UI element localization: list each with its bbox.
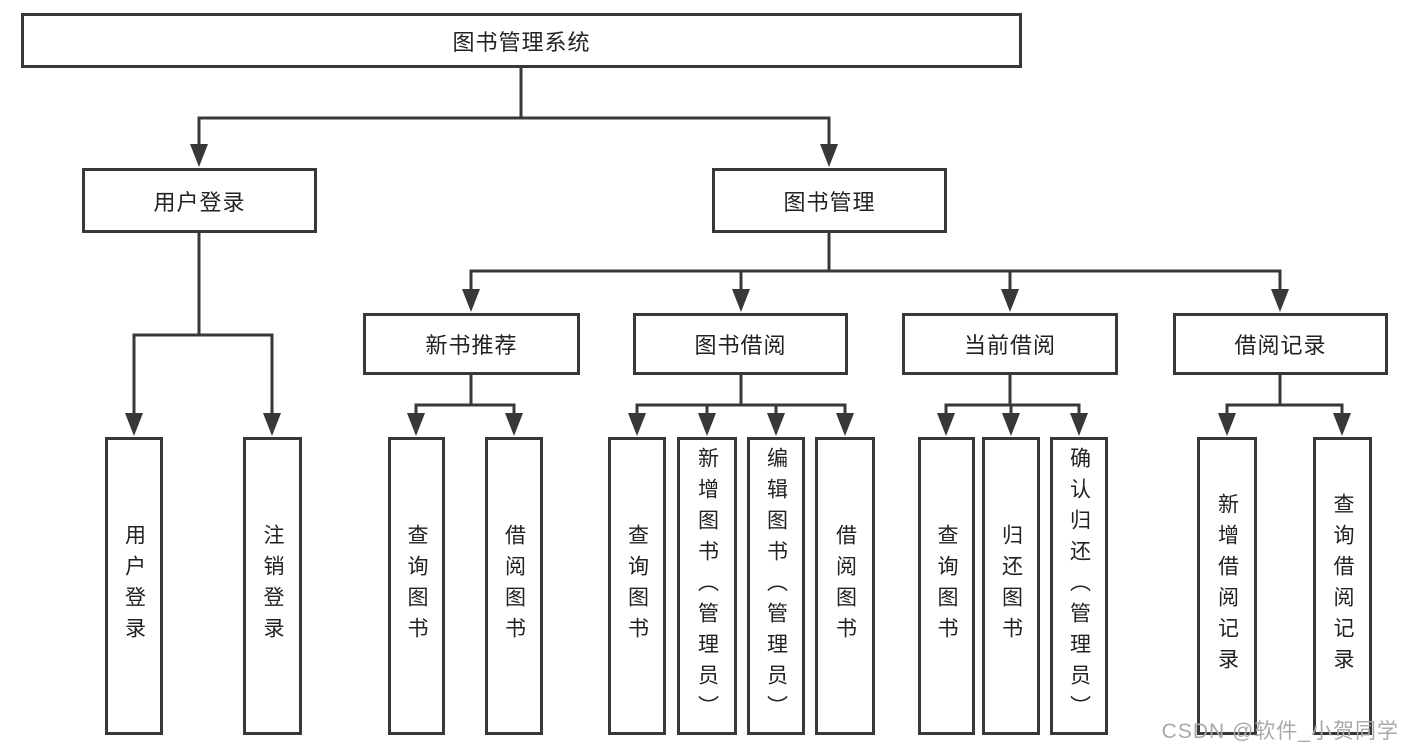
arrow-down-icon (505, 413, 523, 436)
arrow-down-icon (820, 144, 838, 167)
node-book-borrowing: 图书借阅 (633, 313, 848, 375)
leaf-add-borrow-record: 新增借阅记录 (1197, 437, 1257, 735)
arrow-down-icon (190, 144, 208, 167)
leaf-label: 归还图书 (999, 524, 1023, 648)
node-borrowing-records: 借阅记录 (1173, 313, 1388, 375)
node-current-borrowing: 当前借阅 (902, 313, 1118, 375)
leaf-user-login: 用户登录 (105, 437, 163, 735)
leaf-label: 编辑图书（管理员） (764, 446, 788, 726)
leaf-query-books-borrowing: 查询图书 (608, 437, 666, 735)
node-new-book-recommend: 新书推荐 (363, 313, 580, 375)
arrow-down-icon (125, 413, 143, 436)
arrow-down-icon (263, 413, 281, 436)
leaf-label: 用户登录 (122, 524, 146, 648)
leaf-logout: 注销登录 (243, 437, 302, 735)
leaf-label: 新增借阅记录 (1215, 493, 1239, 679)
leaf-edit-book-admin: 编辑图书（管理员） (747, 437, 805, 735)
leaf-label: 新增图书（管理员） (695, 446, 719, 726)
arrow-down-icon (628, 413, 646, 436)
arrow-down-icon (937, 413, 955, 436)
arrow-down-icon (767, 413, 785, 436)
leaf-query-books-recommend: 查询图书 (388, 437, 445, 735)
arrow-down-icon (1218, 413, 1236, 436)
leaf-label: 确认归还（管理员） (1067, 446, 1091, 726)
connector-login-bar (132, 333, 274, 418)
node-root: 图书管理系统 (21, 13, 1022, 68)
arrow-down-icon (1001, 289, 1019, 312)
arrow-down-icon (407, 413, 425, 436)
leaf-return-book: 归还图书 (982, 437, 1040, 735)
arrow-down-icon (1271, 289, 1289, 312)
arrow-down-icon (732, 289, 750, 312)
connector-records-bar (1225, 403, 1344, 419)
connector-recommend-bar (414, 403, 516, 419)
leaf-query-borrow-record: 查询借阅记录 (1313, 437, 1372, 735)
arrow-down-icon (836, 413, 854, 436)
arrow-down-icons (125, 144, 1351, 436)
arrow-down-icon (698, 413, 716, 436)
leaf-label: 注销登录 (261, 524, 284, 648)
leaf-label: 查询图书 (405, 524, 428, 648)
leaf-borrow-books-recommend: 借阅图书 (485, 437, 543, 735)
leaf-add-book-admin: 新增图书（管理员） (677, 437, 737, 735)
arrow-down-icon (1002, 413, 1020, 436)
connector-borrowing-bar (635, 403, 847, 419)
arrow-down-icon (1070, 413, 1088, 436)
leaf-label: 查询图书 (625, 524, 649, 648)
arrow-down-icon (462, 289, 480, 312)
leaf-borrow-books-borrowing: 借阅图书 (815, 437, 875, 735)
connector-mgmt-bar (469, 269, 1282, 295)
leaf-confirm-return-admin: 确认归还（管理员） (1050, 437, 1108, 735)
arrow-down-icon (1333, 413, 1351, 436)
leaf-label: 借阅图书 (833, 524, 857, 648)
leaf-label: 查询借阅记录 (1331, 493, 1354, 679)
leaf-label: 查询图书 (935, 524, 958, 648)
leaf-query-books-current: 查询图书 (918, 437, 975, 735)
csdn-watermark: CSDN @软件_小贺同学 (1161, 720, 1399, 743)
node-user-login-branch: 用户登录 (82, 168, 317, 233)
node-book-management: 图书管理 (712, 168, 947, 233)
leaf-label: 借阅图书 (502, 524, 526, 648)
connector-root-bar (197, 116, 831, 150)
